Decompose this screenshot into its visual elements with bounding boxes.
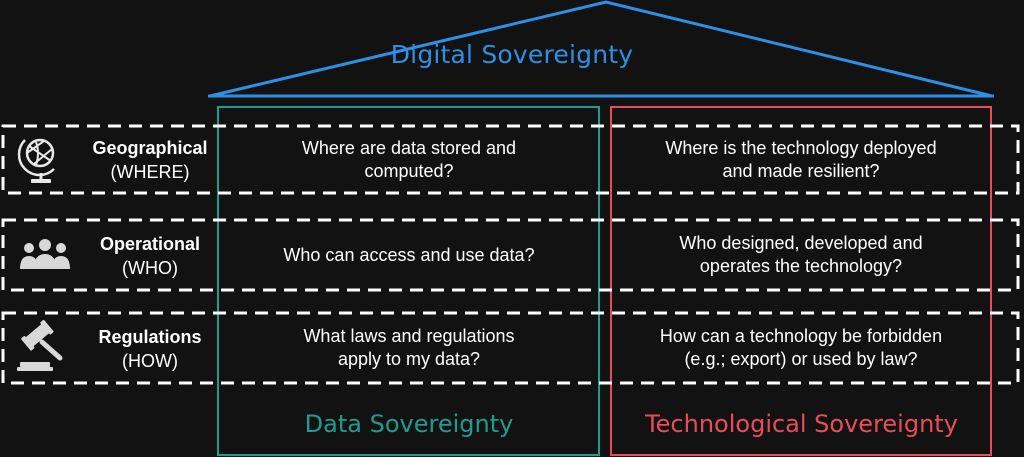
cell-text: operates the technology? bbox=[699, 256, 903, 276]
row-band-regulations bbox=[1, 311, 1020, 385]
row-label-operational: Operational (WHO) bbox=[75, 230, 225, 282]
tech-sovereignty-pillar bbox=[610, 106, 992, 456]
roof-outline bbox=[209, 0, 993, 98]
cell-tech-operational: Who designed, developed and operates the… bbox=[614, 229, 988, 281]
cell-text: and made resilient? bbox=[722, 161, 880, 181]
cell-text: Who can access and use data? bbox=[283, 244, 535, 265]
cell-text: Where is the technology deployed bbox=[665, 138, 937, 158]
cell-text: How can a technology be forbidden bbox=[659, 326, 943, 346]
label-operational: Operational bbox=[99, 234, 201, 254]
label-regulations: Regulations bbox=[98, 327, 202, 347]
cell-text: computed? bbox=[364, 161, 454, 181]
cell-text: Who designed, developed and bbox=[679, 233, 923, 253]
row-band-geographical bbox=[1, 124, 1020, 195]
row-band-operational bbox=[1, 218, 1020, 292]
data-sovereignty-pillar bbox=[217, 106, 600, 456]
sublabel-who: (WHO) bbox=[122, 258, 178, 278]
people-group-icon bbox=[17, 227, 73, 283]
cell-data-geographical: Where are data stored and computed? bbox=[222, 134, 596, 186]
row-label-regulations: Regulations (HOW) bbox=[75, 323, 225, 375]
cell-tech-regulations: How can a technology be forbidden (e.g.;… bbox=[614, 322, 988, 374]
sublabel-where: (WHERE) bbox=[110, 162, 190, 182]
row-label-geographical: Geographical (WHERE) bbox=[75, 134, 225, 186]
diagram-title: Digital Sovereignty bbox=[390, 40, 634, 69]
globe-icon bbox=[14, 131, 70, 187]
cell-text: What laws and regulations bbox=[303, 326, 515, 346]
gavel-icon bbox=[14, 318, 70, 374]
cell-tech-geographical: Where is the technology deployed and mad… bbox=[614, 134, 988, 186]
cell-text: apply to my data? bbox=[337, 349, 481, 369]
data-sovereignty-title: Data Sovereignty bbox=[304, 410, 514, 438]
label-geographical: Geographical bbox=[92, 138, 208, 158]
cell-data-regulations: What laws and regulations apply to my da… bbox=[222, 322, 596, 374]
cell-text: Where are data stored and bbox=[301, 138, 517, 158]
cell-text: (e.g.; export) or used by law? bbox=[684, 349, 918, 369]
sublabel-how: (HOW) bbox=[122, 351, 178, 371]
cell-data-operational: Who can access and use data? bbox=[222, 229, 596, 281]
tech-sovereignty-title: Technological Sovereignty bbox=[645, 410, 958, 438]
